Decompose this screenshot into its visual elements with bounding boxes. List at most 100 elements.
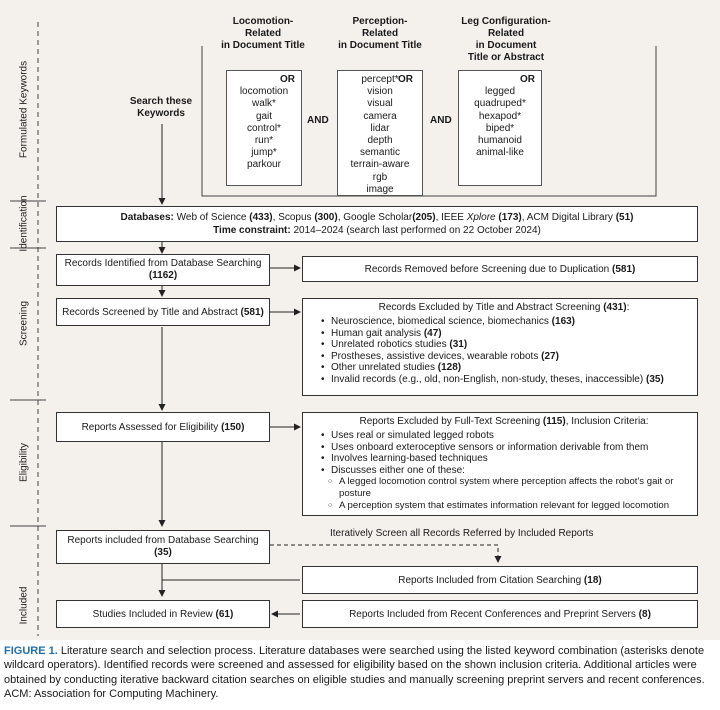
excluded-ft-title-count: (115)	[542, 416, 566, 427]
exclusion-item: Other unrelated studies (128)	[321, 362, 691, 374]
db-wos-count: (433)	[249, 212, 273, 223]
perception-term: camera	[363, 110, 397, 122]
and-operator: AND	[307, 115, 329, 126]
leg-term: humanoid	[478, 135, 522, 147]
review-text: Studies Included in Review	[92, 608, 213, 620]
exclusion-reason: Unrelated robotics studies	[331, 339, 450, 351]
db-ieee: IEEE	[441, 212, 464, 223]
identified-count: (1162)	[148, 270, 178, 281]
locomotion-term: run*	[254, 135, 274, 147]
locomotion-term: locomotion	[239, 86, 289, 98]
exclusion-reason: Prostheses, assistive devices, wearable …	[331, 350, 542, 362]
exclusion-item: Neuroscience, biomedical science, biomec…	[321, 316, 691, 328]
included-db-box: Reports included from Database Searching…	[56, 530, 270, 564]
iterative-label: Iteratively Screen all Records Referred …	[330, 528, 594, 539]
exclusion-count: (27)	[541, 350, 559, 362]
conferences-box: Reports Included from Recent Conferences…	[302, 600, 698, 628]
connector-lines	[10, 22, 657, 636]
excluded-ta-box: Records Excluded by Title and Abstract S…	[302, 298, 698, 396]
perception-term: depth	[367, 135, 393, 147]
identified-text: Records Identified from Database Searchi…	[64, 258, 262, 269]
perception-term: image	[366, 183, 394, 195]
leg-term: hexapod*	[478, 110, 522, 122]
exclusion-count: (35)	[645, 373, 664, 385]
included-db-text: Reports included from Database Searching	[67, 535, 259, 546]
databases-box: Databases: Web of Science (433), Scopus …	[56, 206, 698, 242]
leg-term: biped*	[485, 122, 515, 134]
locomotion-term: walk*	[252, 98, 276, 110]
caption-label: FIGURE 1.	[4, 645, 58, 657]
flow-diagram: Formulated Keywords Identification Scree…	[0, 0, 720, 640]
perception-term: lidar	[370, 122, 390, 134]
exclusion-count: (128)	[437, 362, 462, 374]
leg-group-title: Leg Configuration- Related in Document T…	[461, 16, 551, 63]
excluded-ft-title: Reports Excluded by Full-Text Screening …	[317, 416, 691, 428]
or-operator: OR	[520, 74, 535, 85]
assessed-box: Reports Assessed for Eligibility (150)	[56, 412, 270, 442]
db-xplore: Xplore	[466, 212, 496, 223]
time-constraint-line: Time constraint: 2014–2024 (search last …	[213, 224, 541, 237]
exclusion-item: Prostheses, assistive devices, wearable …	[321, 350, 691, 363]
excluded-ft-title-suffix: , Inclusion Criteria:	[565, 416, 649, 427]
db-google-scholar: Google Scholar	[343, 212, 413, 223]
exclusion-count: (31)	[449, 339, 468, 351]
db-acm: ACM Digital Library	[526, 212, 613, 223]
exclusion-item: Unrelated robotics studies (31)	[321, 339, 691, 351]
or-operator: OR	[398, 74, 413, 85]
db-acm-count: (51)	[615, 212, 634, 223]
stage-label-eligibility: Eligibility	[18, 443, 30, 482]
perception-term: percept*	[361, 74, 399, 85]
inclusion-criterion: Discusses either one of these:	[321, 465, 691, 477]
locomotion-term: gait	[255, 110, 273, 122]
conferences-text: Reports Included from Recent Conferences…	[349, 608, 636, 620]
inclusion-criterion: Uses onboard exteroceptive sensors or in…	[321, 442, 691, 454]
locomotion-group-title: Locomotion- Related in Document Title	[221, 16, 305, 51]
caption-text: Literature search and selection process.…	[4, 645, 705, 701]
db-wos: Web of Science	[176, 212, 247, 223]
exclusion-reason: Human gait analysis	[331, 327, 424, 339]
time-constraint-label: Time constraint:	[213, 225, 291, 236]
db-google-scholar-count: (205)	[412, 212, 436, 223]
screened-box: Records Screened by Title and Abstract (…	[56, 298, 270, 326]
assessed-count: (150)	[221, 421, 245, 433]
perception-term: terrain-aware	[350, 159, 410, 171]
exclusion-reason: Invalid records (e.g., old, non-English,…	[331, 373, 646, 385]
included-db-count: (35)	[154, 547, 172, 558]
citation-count: (18)	[583, 574, 602, 586]
inclusion-criterion: Involves learning-based techniques	[321, 453, 691, 465]
db-scopus-count: (300)	[314, 212, 338, 223]
db-ieee-count: (173)	[498, 212, 522, 223]
perception-term: semantic	[359, 147, 400, 159]
removed-box: Records Removed before Screening due to …	[302, 256, 698, 282]
excluded-ft-list: Uses real or simulated legged robotsUses…	[317, 430, 691, 476]
locomotion-term: jump*	[251, 147, 277, 159]
figure-caption: FIGURE 1. Literature search and selectio…	[4, 644, 716, 702]
perception-group-title: Perception- Related in Document Title	[338, 16, 422, 51]
assessed-text: Reports Assessed for Eligibility	[81, 421, 219, 433]
locomotion-term: control*	[247, 122, 281, 134]
excluded-ta-title-suffix: :	[626, 302, 630, 313]
databases-line: Databases: Web of Science (433), Scopus …	[120, 212, 634, 223]
inclusion-subcriterion: A perception system that estimates infor…	[328, 500, 691, 512]
exclusion-count: (163)	[551, 316, 576, 327]
leg-term: quadruped*	[474, 98, 526, 110]
excluded-ft-title-text: Reports Excluded by Full-Text Screening	[359, 416, 541, 427]
perception-term: visual	[367, 98, 393, 110]
exclusion-item: Invalid records (e.g., old, non-English,…	[321, 373, 691, 386]
leg-term: animal-like	[476, 147, 524, 159]
excluded-ta-title: Records Excluded by Title and Abstract S…	[317, 302, 691, 314]
iterative-arrow	[270, 544, 502, 563]
exclusion-reason: Neuroscience, biomedical science, biomec…	[331, 316, 552, 327]
exclusion-item: Human gait analysis (47)	[321, 327, 691, 340]
citation-text: Reports Included from Citation Searching	[398, 574, 582, 586]
perception-term: rgb	[372, 171, 388, 183]
or-operator: OR	[280, 74, 295, 85]
screened-count: (581)	[240, 306, 264, 318]
excluded-ft-sublist: A legged locomotion control system where…	[317, 476, 691, 511]
excluded-ta-list: Neuroscience, biomedical science, biomec…	[317, 316, 691, 386]
db-scopus: Scopus	[278, 212, 312, 223]
excluded-ta-title-text: Records Excluded by Title and Abstract S…	[378, 302, 601, 313]
